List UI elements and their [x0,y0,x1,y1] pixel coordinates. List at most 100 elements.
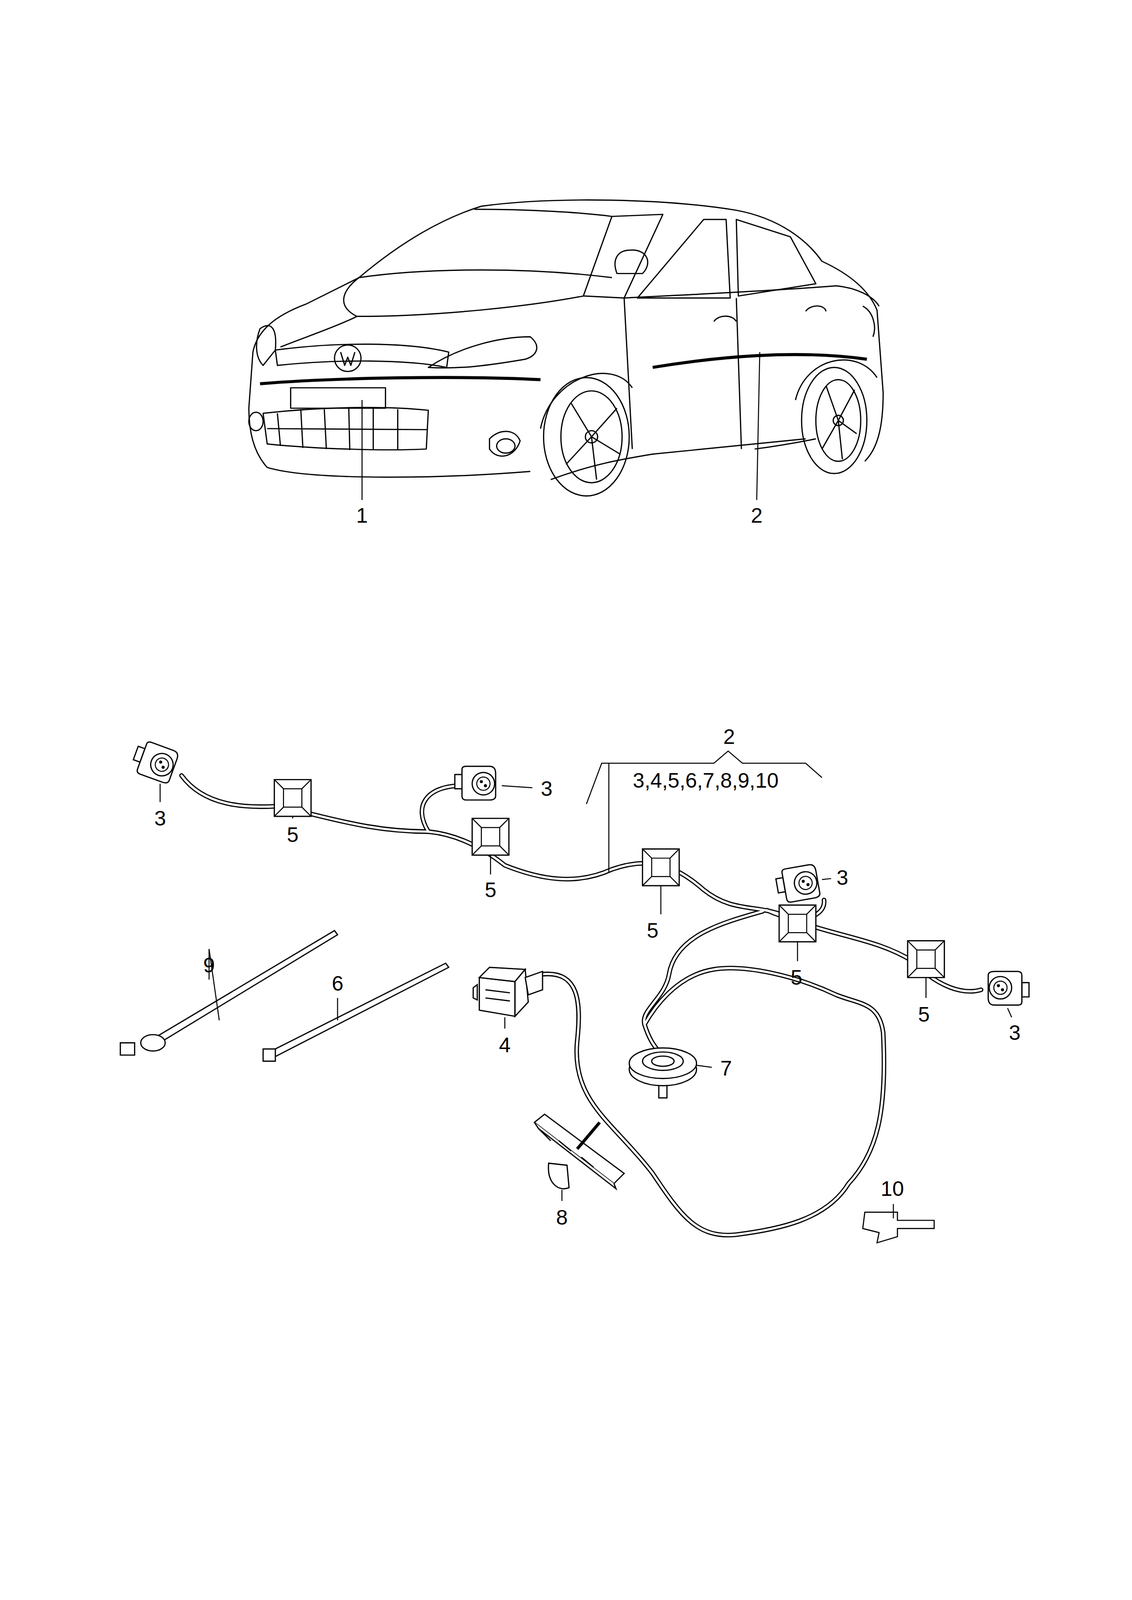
callout-number: 4 [498,1033,511,1055]
grommet-symbol [642,1051,683,1070]
connector-symbol [454,765,496,800]
car-illustration [358,269,612,278]
car-illustration [248,199,884,496]
wiring-harness [181,775,982,991]
car-illustration [637,219,731,298]
car-illustration [290,387,386,409]
callout-number: 7 [720,1057,733,1079]
callout-number: 8 [556,1206,569,1228]
grommet-symbol [651,1055,674,1066]
car-illustration [624,285,879,307]
callout-number: 5 [646,919,659,941]
leader-line [586,750,822,804]
leader-line [361,351,760,500]
leader-line [561,1189,563,1201]
car-illustration [801,367,867,474]
wiring-harness [540,967,885,1235]
wiring-harness [422,785,458,832]
leader-line [504,1016,506,1029]
adhesive-pad [862,1211,935,1243]
clip-symbol [274,779,312,817]
control-unit-connector [485,989,511,1001]
leader-line [490,854,492,875]
cable-tie [267,962,449,1058]
connector-symbol [774,863,821,904]
control-unit-connector [515,968,529,1016]
retainer-clip [534,1113,625,1184]
leader-line [336,997,338,1020]
callout-number: 3 [1008,1021,1021,1043]
retainer-clip [538,1127,594,1167]
wiring-harness [540,967,885,1235]
car-illustration [280,316,357,347]
car-illustration [615,249,648,274]
callout-number: 2 [750,504,763,526]
car-illustration [543,377,630,496]
control-unit-connector [525,971,543,995]
callout-number: 3 [836,866,849,888]
car-illustration [550,438,806,480]
leader-line [925,976,927,998]
retainer-clip [577,1121,600,1149]
wiring-harness [644,910,763,1061]
control-unit-connector [479,976,515,1016]
wiring-harness [181,775,982,1235]
leader-line [159,783,161,802]
callout-number: 3 [540,777,553,799]
control-unit-connector [473,966,543,1016]
leader-line [821,878,832,879]
clip-symbol [779,904,817,942]
callout-number: 5 [484,878,497,900]
wiring-harness [181,775,982,1235]
retainer-clip [534,1113,625,1189]
wiring-harness [422,785,458,832]
car-illustration [624,297,742,449]
control-unit-connector [473,984,478,1000]
car-illustration [862,305,875,337]
grommet-symbol [629,1047,697,1079]
callout-number: 9 [203,954,216,976]
leader-line [501,785,533,788]
leader-line [696,1064,713,1067]
clip-symbol [642,848,680,886]
clip-symbol [907,940,945,978]
callout-number: 6 [331,972,344,994]
wiring-harness [644,910,763,1061]
leader-line [796,941,798,962]
retainer-clip [534,1121,616,1189]
grommet-symbol [629,1047,697,1098]
car-illustration [275,344,449,368]
leader-line [608,762,610,872]
car-illustration [256,325,276,366]
wiring-harness [181,775,982,991]
leader-line [1007,1007,1012,1017]
car-illustration [340,351,355,366]
callout-number: 10 [880,1177,905,1199]
callout-number: 5 [790,966,803,988]
retainer-clip [548,1162,569,1189]
car-illustration [248,412,264,431]
leader-line [160,750,1012,1219]
callout-number: 3,4,5,6,7,8,9,10 [632,769,779,791]
car-illustration [489,431,521,456]
cable-tie [120,1042,135,1055]
connector-symbol [988,971,1029,1005]
car-illustration [540,373,633,429]
car-illustration [263,407,429,450]
car-illustration [496,438,515,453]
car-illustration [343,209,612,317]
trim-strip [259,377,541,384]
cable-tie [263,1048,276,1061]
cable-tie [140,1033,166,1051]
car-illustration [713,305,827,322]
car-illustration [334,344,362,372]
callout-number: 5 [286,823,299,845]
car-illustration [736,219,816,296]
callout-number: 2 [723,725,736,747]
leader-line [892,1203,894,1218]
cable-tie [120,930,449,1061]
car-illustration [583,214,663,298]
car-illustration [253,199,884,461]
